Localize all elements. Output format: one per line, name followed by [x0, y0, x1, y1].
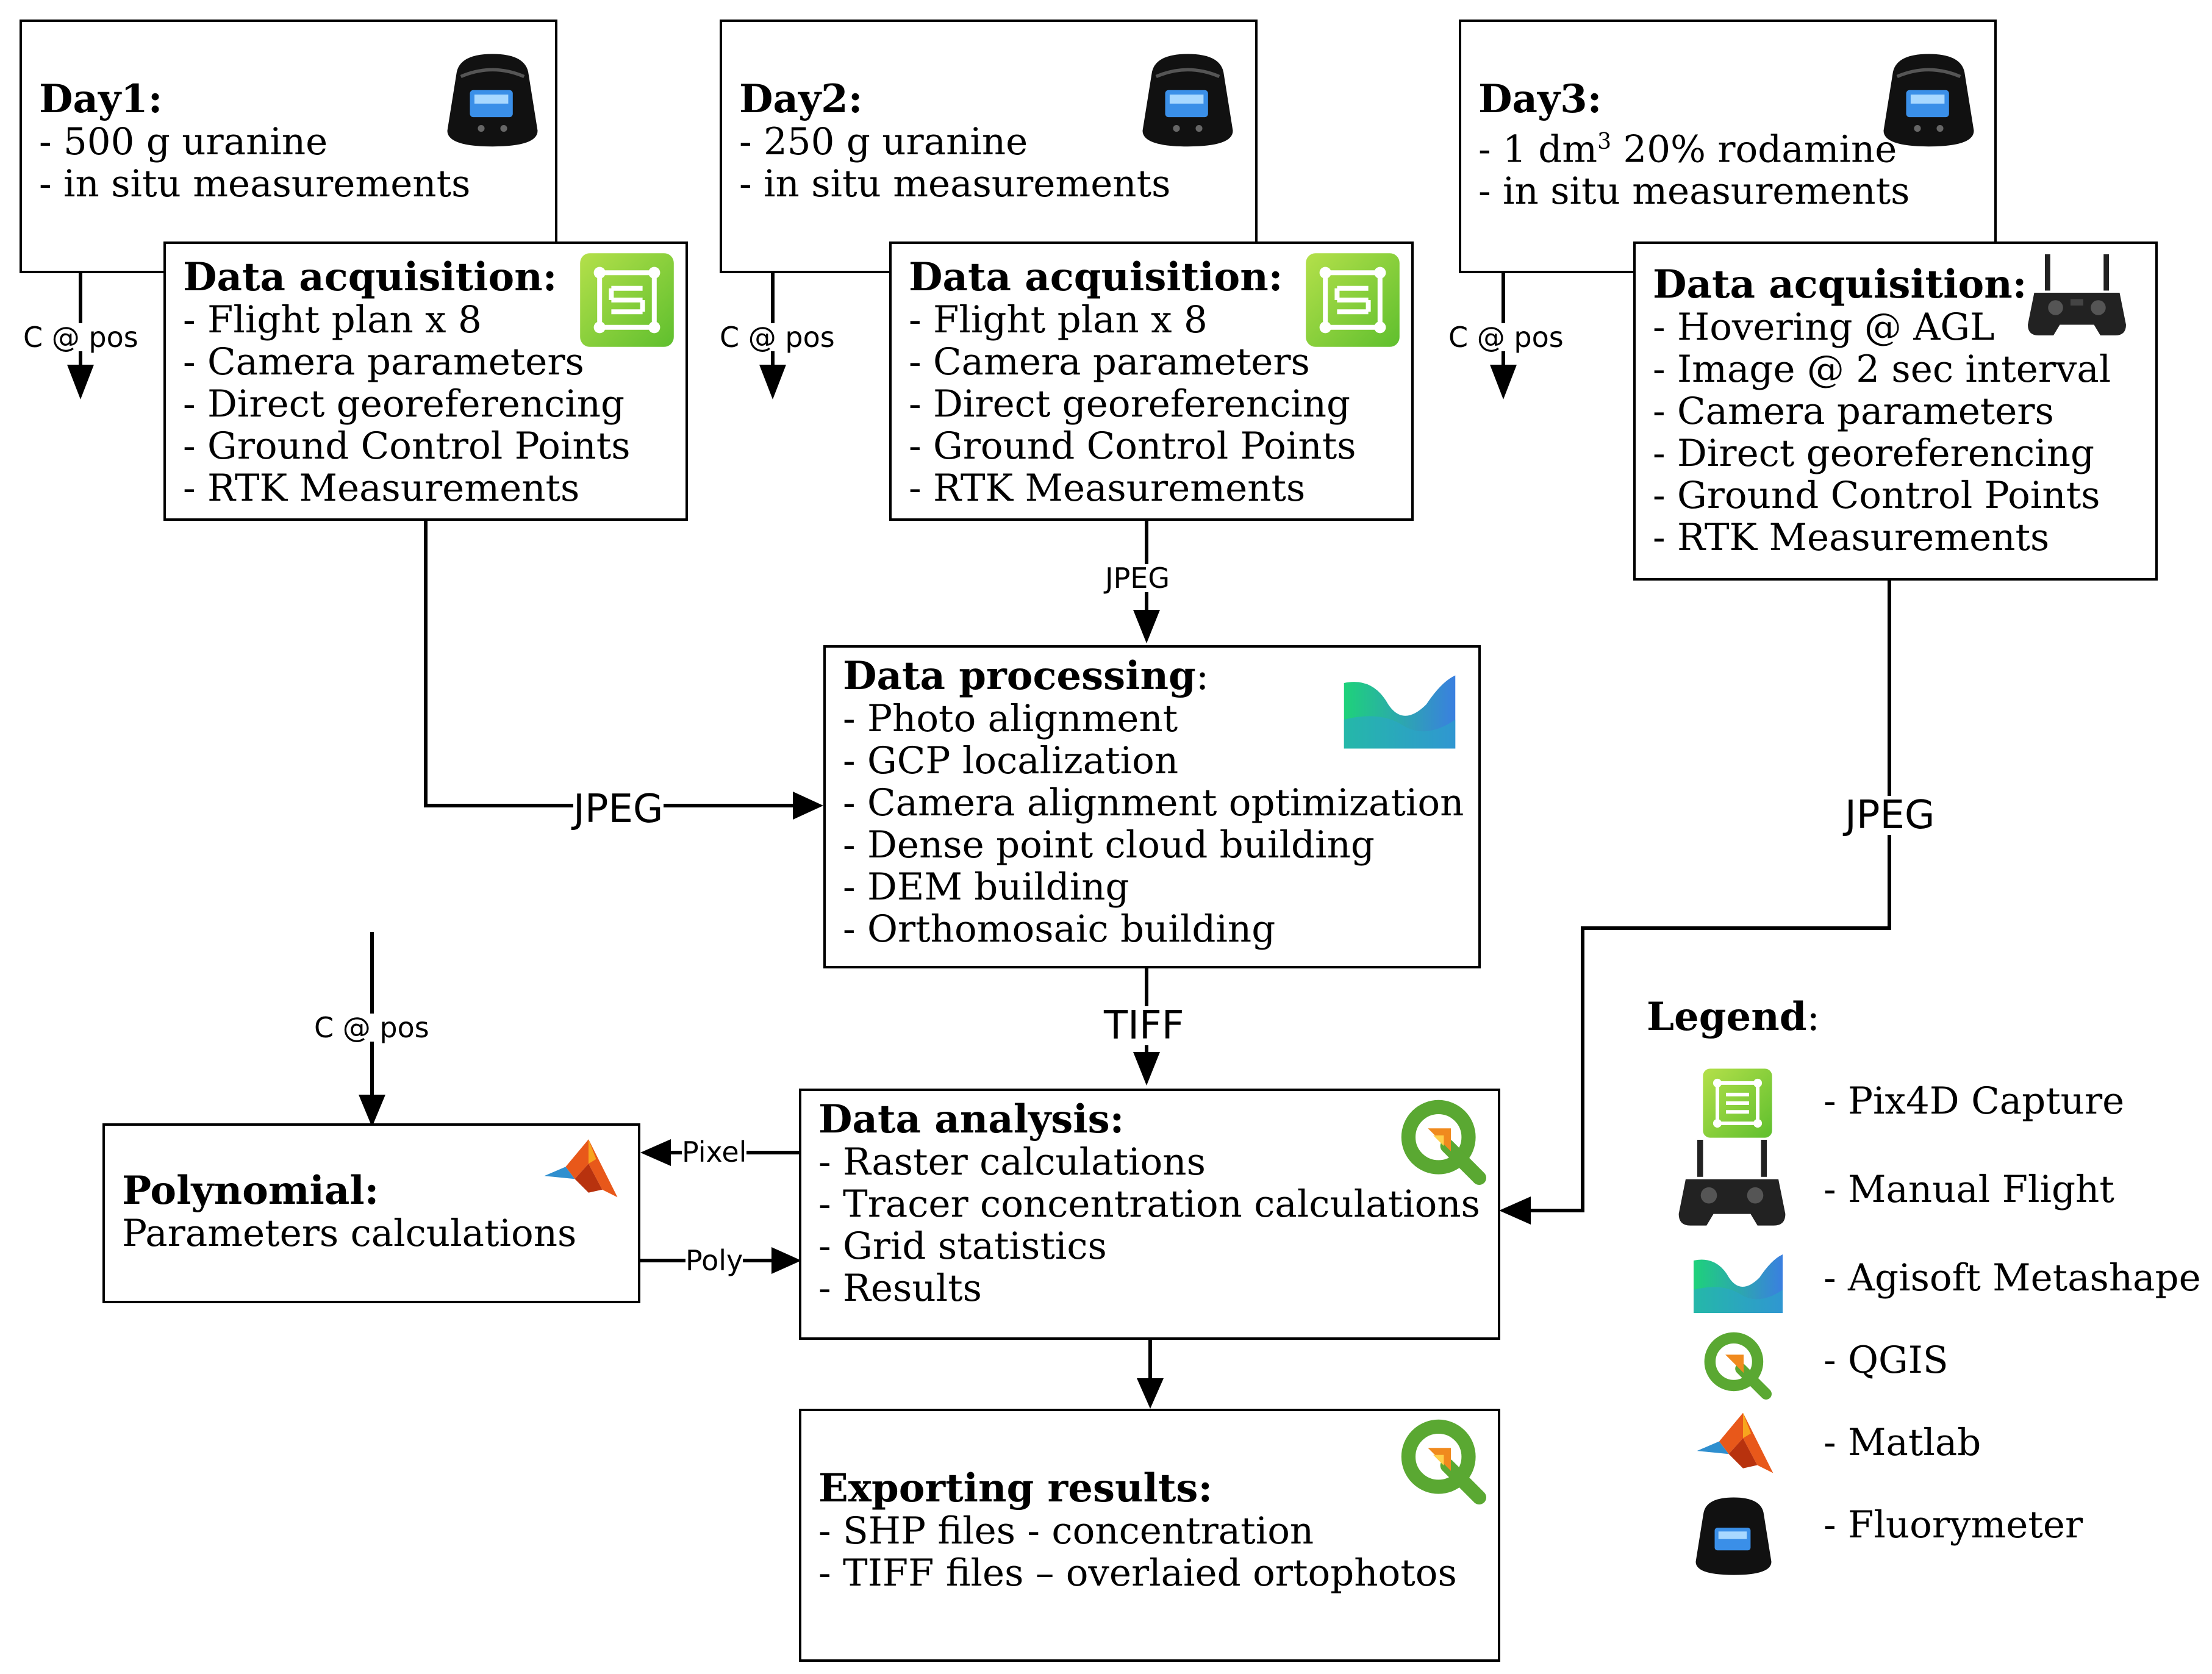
processing-line-1: - Photo alignment — [843, 697, 1178, 740]
exporting-box: Exporting results: - SHP files - concent… — [799, 1409, 1500, 1662]
legend-title: Legend: — [1647, 994, 1820, 1040]
acq3-line-5: - Ground Control Points — [1653, 474, 2100, 517]
polynomial-title: Polynomial: — [122, 1168, 379, 1214]
qgis-icon — [1401, 1419, 1486, 1504]
processing-line-4: - Dense point cloud building — [843, 823, 1375, 867]
analysis-line-2: - Tracer concentration calculations — [818, 1182, 1480, 1226]
exporting-line-1: - SHP files - concentration — [818, 1509, 1314, 1553]
processing-line-6: - Orthomosaic building — [843, 907, 1276, 951]
day2-line-2: - in situ measurements — [739, 162, 1171, 206]
fluorometer-icon — [1695, 1497, 1772, 1575]
day3-line-1-a: - 1 dm — [1478, 127, 1598, 171]
acq1-line-4: - Ground Control Points — [183, 424, 631, 468]
day1-title: Day1: — [39, 76, 163, 122]
acq3-title: Data acquisition: — [1653, 262, 2027, 307]
acq3-line-3: - Camera parameters — [1653, 390, 2054, 433]
processing-title-text: Data processing — [843, 653, 1196, 699]
pix4d-capture-icon — [580, 253, 674, 347]
qgis-icon — [1401, 1100, 1486, 1185]
matlab-icon — [1697, 1412, 1774, 1473]
pix4d-capture-icon — [1703, 1068, 1772, 1138]
jpeg-label-acq3: JPEG — [1845, 793, 1935, 838]
acq3-line-4: - Direct georeferencing — [1653, 432, 2095, 475]
cpos-label-day3: C @ pos — [1448, 321, 1564, 354]
legend-item-qgis: - QGIS — [1824, 1339, 1949, 1382]
fluorometer-icon — [1883, 54, 1974, 147]
day2-title: Day2: — [739, 76, 863, 122]
acq3-line-2: - Image @ 2 sec interval — [1653, 348, 2111, 391]
tiff-label: TIFF — [1104, 1003, 1184, 1048]
legend-item-manual-flight: - Manual Flight — [1824, 1168, 2114, 1211]
exporting-title: Exporting results: — [818, 1465, 1213, 1511]
day3-title: Day3: — [1478, 76, 1602, 122]
agisoft-metashape-icon — [1344, 675, 1456, 749]
polynomial-line-1: Parameters calculations — [122, 1212, 577, 1255]
acq3-line-1: - Hovering @ AGL — [1653, 306, 1995, 349]
acq3-line-6: - RTK Measurements — [1653, 516, 2050, 559]
acq2-line-2: - Camera parameters — [909, 340, 1310, 384]
day3-line-1-b: 20% rodamine — [1611, 127, 1897, 171]
processing-line-2: - GCP localization — [843, 739, 1179, 782]
legend-title-colon: : — [1806, 995, 1820, 1040]
acq2-title: Data acquisition: — [909, 254, 1283, 300]
fluorometer-icon — [447, 54, 538, 147]
day3-line-1: - 1 dm3 20% rodamine — [1478, 121, 1977, 170]
acq2-line-4: - Ground Control Points — [909, 424, 1356, 468]
analysis-line-3: - Grid statistics — [818, 1225, 1107, 1268]
analysis-line-1: - Raster calculations — [818, 1140, 1206, 1184]
pixel-label: Pixel — [682, 1136, 747, 1168]
drone-controller-icon — [1678, 1140, 1786, 1226]
day1-line-1: - 500 g uranine — [39, 120, 328, 163]
processing-title-colon: : — [1195, 654, 1209, 699]
cpos-label-polynomial: C @ pos — [314, 1011, 429, 1044]
acq1-line-5: - RTK Measurements — [183, 467, 580, 510]
exporting-line-2: - TIFF files – overlaied ortophotos — [818, 1551, 1457, 1595]
acq1-line-3: - Direct georeferencing — [183, 382, 625, 426]
matlab-icon — [544, 1139, 618, 1198]
day2-line-1: - 250 g uranine — [739, 120, 1028, 163]
analysis-box: Data analysis: - Raster calculations - T… — [799, 1089, 1500, 1340]
poly-label: Poly — [685, 1244, 743, 1277]
processing-line-3: - Camera alignment optimization — [843, 781, 1464, 824]
analysis-line-4: - Results — [818, 1267, 982, 1310]
pix4d-capture-icon — [1306, 253, 1400, 347]
acq2-line-3: - Direct georeferencing — [909, 382, 1351, 426]
legend-title-text: Legend — [1647, 994, 1807, 1040]
processing-line-5: - DEM building — [843, 865, 1129, 909]
processing-title: Data processing: — [843, 655, 1461, 698]
agisoft-metashape-icon — [1694, 1254, 1783, 1313]
day3-line-2: - in situ measurements — [1478, 170, 1910, 213]
legend-item-pix4d: - Pix4D Capture — [1824, 1079, 2125, 1123]
qgis-icon — [1704, 1332, 1772, 1400]
acq2-line-5: - RTK Measurements — [909, 467, 1306, 510]
acq1-line-1: - Flight plan x 8 — [183, 298, 482, 342]
cpos-label-day1: C @ pos — [23, 321, 138, 354]
jpeg-label-acq2: JPEG — [1105, 562, 1170, 595]
analysis-title: Data analysis: — [818, 1096, 1125, 1142]
acq1-title: Data acquisition: — [183, 254, 557, 300]
legend-item-matlab: - Matlab — [1824, 1421, 1981, 1464]
polynomial-box: Polynomial: Parameters calculations — [102, 1123, 640, 1303]
cpos-label-day2: C @ pos — [720, 321, 835, 354]
day1-line-2: - in situ measurements — [39, 162, 471, 206]
legend-item-metashape: - Agisoft Metashape — [1824, 1256, 2201, 1300]
acq1-line-2: - Camera parameters — [183, 340, 584, 384]
fluorometer-icon — [1142, 54, 1233, 147]
day3-line-1-sup: 3 — [1597, 129, 1611, 154]
legend-item-fluorymeter: - Fluorymeter — [1824, 1503, 2083, 1547]
jpeg-label-acq1: JPEG — [573, 787, 664, 832]
drone-controller-icon — [2028, 254, 2126, 335]
acq2-line-1: - Flight plan x 8 — [909, 298, 1208, 342]
